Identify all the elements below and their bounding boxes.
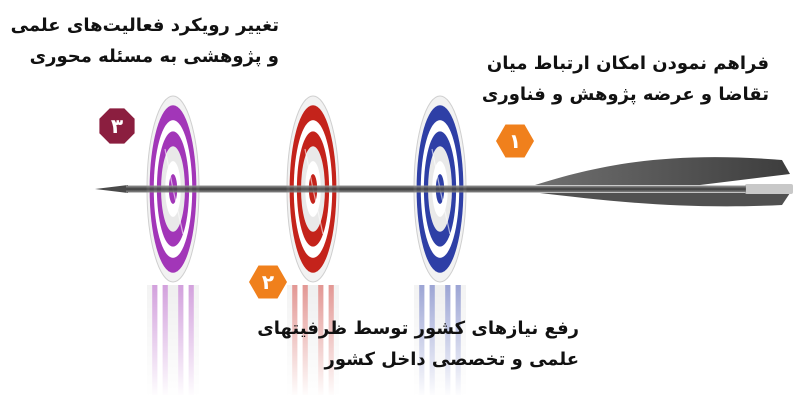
caption-target-2: رفع نیازهای کشور توسط ظرفیتهای علمی و تخ… xyxy=(257,313,579,375)
arrow-fletching-top xyxy=(535,157,790,185)
caption-line: تغییر رویکرد فعالیت‌های علمی xyxy=(14,10,279,41)
caption-target-3: تغییر رویکرد فعالیت‌های علمی و پژوهشی به… xyxy=(14,10,279,72)
badge-number: ٣ xyxy=(111,114,123,138)
caption-line: و پژوهشی به مسئله محوری xyxy=(14,41,279,72)
arrow-tip xyxy=(95,185,128,193)
badge-1: ١ xyxy=(496,125,534,158)
badge-3: ٣ xyxy=(99,108,134,143)
badge-number: ٢ xyxy=(262,270,274,294)
arrow-nock xyxy=(745,184,793,194)
caption-line: رفع نیازهای کشور توسط ظرفیتهای xyxy=(257,313,579,344)
badge-number: ١ xyxy=(509,129,521,153)
caption-line: علمی و تخصصی داخل کشور xyxy=(257,344,579,375)
arrow-front xyxy=(126,186,746,193)
caption-target-1: فراهم نمودن امکان ارتباط میان تقاضا و عر… xyxy=(482,48,769,110)
arrow-fletching-bottom xyxy=(540,193,790,206)
caption-line: تقاضا و عرضه پژوهش و فناوری xyxy=(482,79,769,110)
caption-line: فراهم نمودن امکان ارتباط میان xyxy=(482,48,769,79)
arrow-shaft-front xyxy=(126,186,746,193)
